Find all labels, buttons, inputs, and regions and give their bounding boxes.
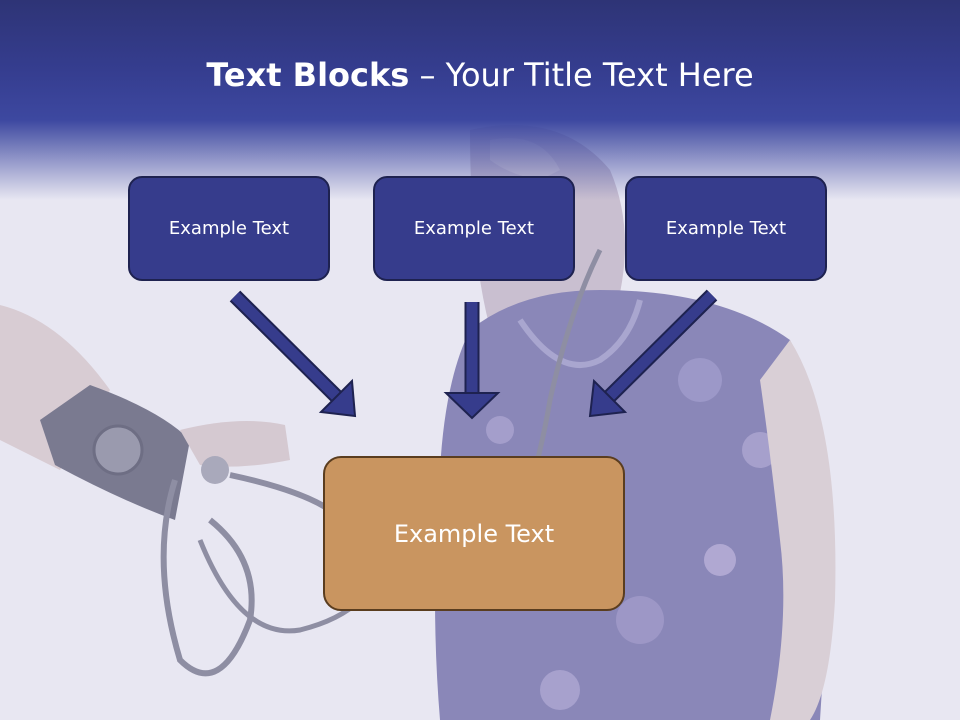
text-block-2[interactable]: Example Text (373, 176, 575, 281)
title-rest-text: – Your Title Text Here (409, 56, 754, 94)
text-block-1-label: Example Text (168, 218, 290, 239)
main-text-block-label: Example Text (393, 519, 555, 548)
header-band (0, 0, 960, 200)
text-block-2-label: Example Text (413, 218, 535, 239)
text-block-1[interactable]: Example Text (128, 176, 330, 281)
text-block-3[interactable]: Example Text (625, 176, 827, 281)
slide-title: Text Blocks – Your Title Text Here (0, 52, 960, 98)
text-block-3-label: Example Text (665, 218, 787, 239)
title-bold-text: Text Blocks (206, 56, 410, 94)
main-text-block[interactable]: Example Text (323, 456, 625, 611)
